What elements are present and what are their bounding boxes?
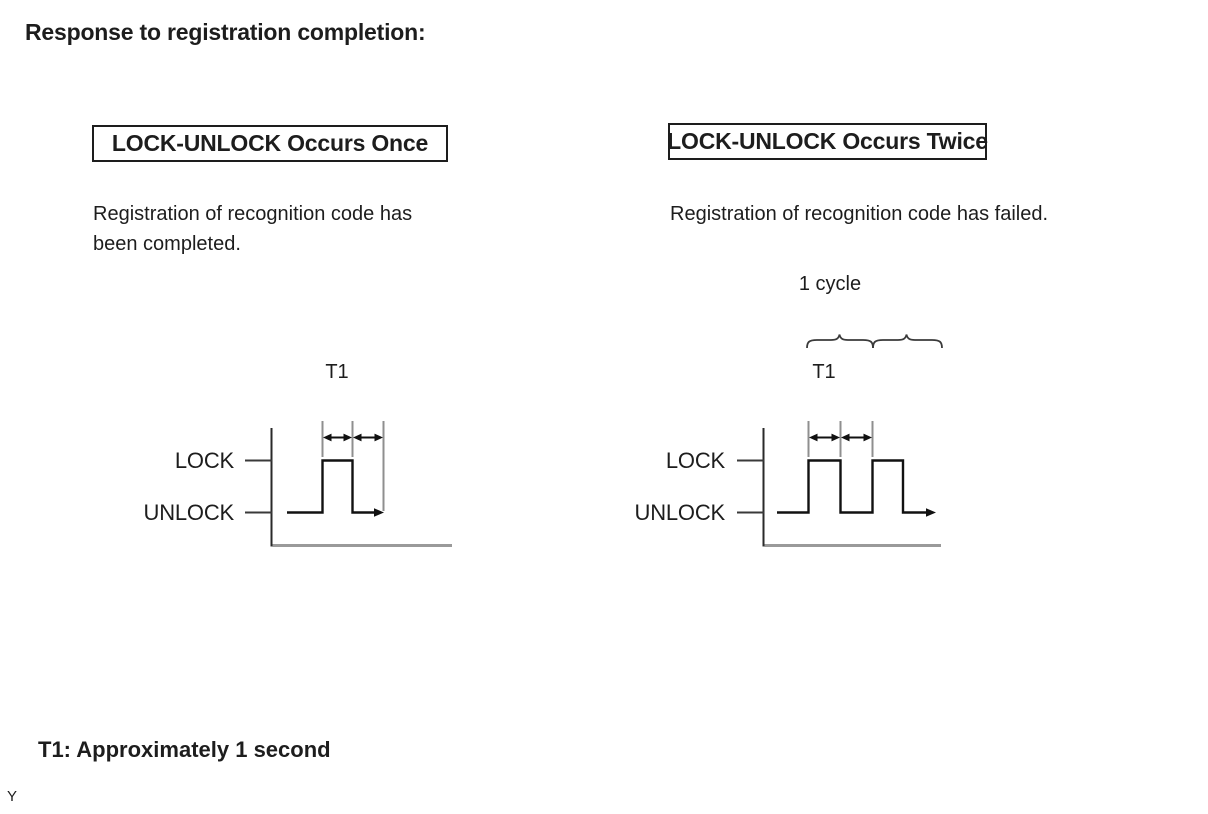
t1-footnote: T1: Approximately 1 second <box>38 737 331 762</box>
arrowhead-icon <box>323 433 332 442</box>
lock-label-once: LOCK <box>174 448 234 473</box>
arrowhead-icon <box>374 433 383 442</box>
panel-twice-header-box: LOCK-UNLOCK Occurs Twice <box>667 123 988 160</box>
cycle-brace-2 <box>872 334 943 349</box>
arrowhead-icon <box>863 433 872 442</box>
panel-once-description: Registration of recognition code has bee… <box>93 203 413 255</box>
timing-diagram-once <box>245 421 452 547</box>
lock-label-twice: LOCK <box>665 448 725 473</box>
level-ticks-once <box>245 459 272 514</box>
panel-twice-description: Registration of recognition code has fai… <box>670 203 1049 225</box>
arrowhead-icon <box>353 433 362 442</box>
dimension-guides-once <box>321 421 385 511</box>
cycle-braces <box>806 334 943 349</box>
t1-dimension-arrows-once <box>323 433 383 442</box>
unlock-label-once: UNLOCK <box>143 500 235 525</box>
arrowhead-icon <box>831 433 840 442</box>
t1-label-once: T1 <box>325 361 349 383</box>
unlock-label-twice: UNLOCK <box>634 500 726 525</box>
panel-once-header-box: LOCK-UNLOCK Occurs Once <box>92 125 448 162</box>
level-ticks-twice <box>737 459 764 514</box>
cycle-label: 1 cycle <box>798 273 862 295</box>
cycle-brace-1 <box>806 334 874 349</box>
panel-twice-header-label: LOCK-UNLOCK Occurs Twice <box>667 128 988 154</box>
page-title: Response to registration completion: <box>25 19 426 45</box>
waveform-end-arrow-twice <box>926 508 936 517</box>
dimension-guides-twice <box>807 421 874 457</box>
waveform-end-arrow-once <box>374 508 384 517</box>
arrowhead-icon <box>343 433 352 442</box>
arrowhead-icon <box>841 433 850 442</box>
page-marker: Y <box>7 788 18 805</box>
t1-label-twice: T1 <box>812 361 836 383</box>
t1-dimension-arrows-twice <box>809 433 872 442</box>
waveform-once <box>287 459 376 514</box>
arrowhead-icon <box>809 433 818 442</box>
panel-once-header-label: LOCK-UNLOCK Occurs Once <box>111 130 429 156</box>
waveform-twice <box>777 459 928 514</box>
